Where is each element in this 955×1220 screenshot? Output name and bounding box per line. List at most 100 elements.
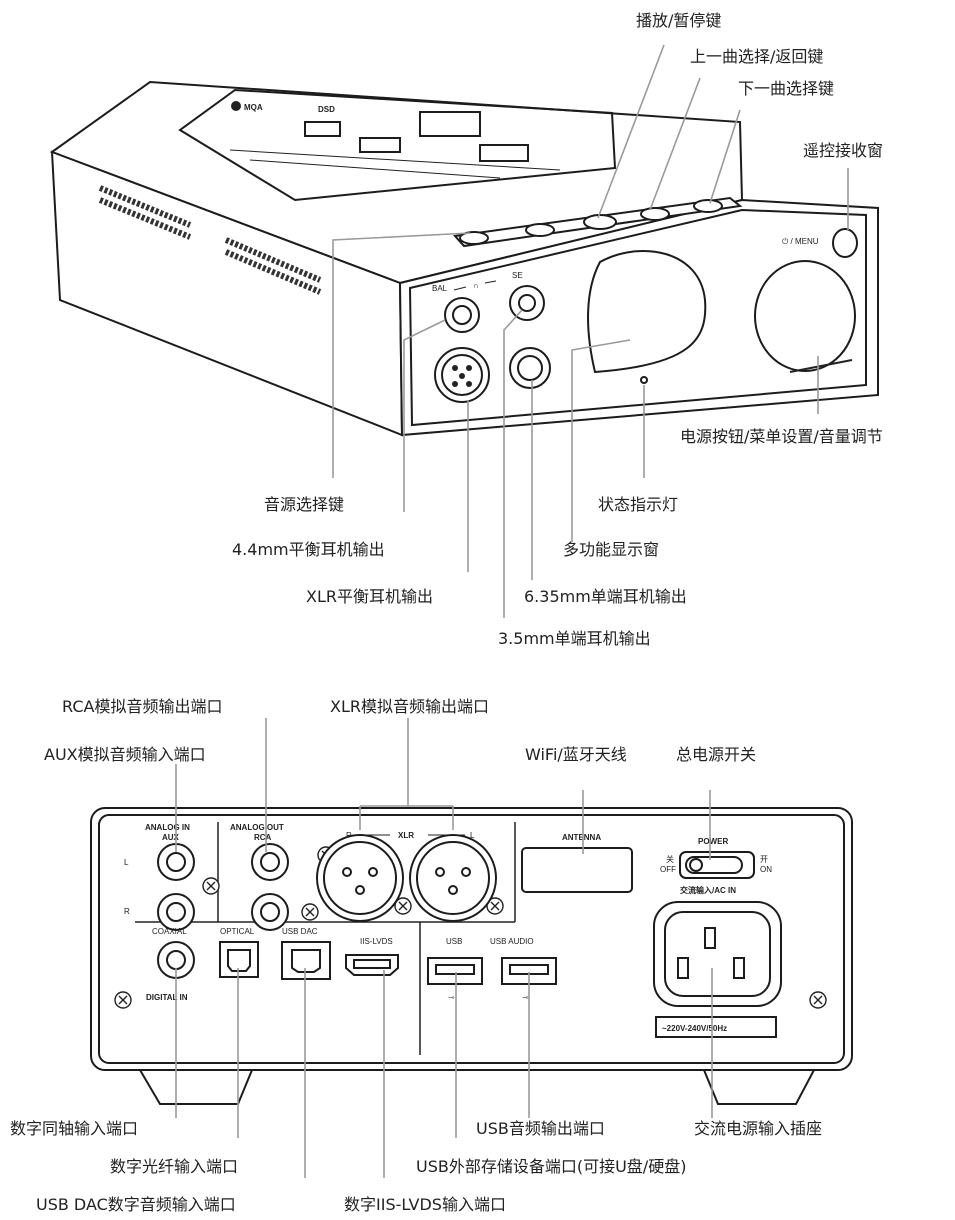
headphone-icon: ∩ — [473, 281, 479, 290]
leader-source — [332, 232, 471, 478]
se-635-jack-inner — [517, 355, 543, 381]
aux-l-label: L — [124, 858, 129, 867]
label-optical: 数字光纤输入端口 — [110, 1157, 238, 1176]
rear-inner — [98, 814, 845, 1064]
aux-in-r-jack[interactable] — [157, 893, 195, 931]
label-main-power: 总电源开关 — [676, 745, 756, 764]
label-se35: 3.5mm单端耳机输出 — [498, 629, 651, 648]
se-635-jack[interactable] — [509, 347, 551, 389]
xlr-label: XLR — [398, 831, 414, 840]
label-bal44: 4.4mm平衡耳机输出 — [232, 540, 385, 559]
usb-a-inner — [435, 964, 475, 975]
rca-out-r-jack[interactable] — [251, 893, 289, 931]
ac-pin — [677, 957, 689, 979]
bal-se-dash — [453, 280, 497, 291]
usb-dac-label: USB DAC — [282, 927, 318, 936]
off-cn-label: 关 — [666, 854, 674, 864]
power-label: POWER — [698, 837, 728, 846]
leader-xlr-out — [359, 718, 454, 830]
xlr-pin — [452, 365, 458, 371]
leader-prev — [649, 77, 701, 211]
label-next: 下一曲选择键 — [738, 79, 834, 98]
voltage-box — [655, 1016, 777, 1038]
off-label: OFF — [660, 865, 676, 874]
xlr-inner — [323, 841, 397, 915]
ac-pin — [733, 957, 745, 979]
optical-inner — [227, 949, 251, 972]
ac-pin — [704, 927, 716, 949]
xlr-out-l-jack[interactable] — [409, 834, 497, 922]
top-block — [479, 144, 529, 162]
usb-symbol-icon: ⇾ — [448, 993, 455, 1002]
leader-bal44 — [403, 319, 446, 512]
label-xlr-out: XLR模拟音频输出端口 — [330, 697, 489, 716]
aux-label: AUX — [162, 833, 180, 842]
bal-44-jack[interactable] — [444, 297, 480, 333]
vent-lower — [224, 249, 322, 295]
ac-in-label: 交流输入/AC IN — [680, 885, 736, 895]
xlr-pin — [435, 867, 445, 877]
se-35-jack-inner — [518, 294, 536, 312]
top-line — [249, 159, 501, 179]
play-pause-button[interactable] — [583, 214, 617, 230]
usb-audio-label: USB AUDIO — [490, 937, 534, 946]
xlr-pin — [368, 867, 378, 877]
aux-r-label: R — [124, 907, 130, 916]
power-switch-knob — [689, 858, 703, 872]
label-usb-audio-out: USB音频输出端口 — [476, 1119, 605, 1138]
remote-receiver-window — [832, 228, 858, 258]
bal-label: BAL — [432, 284, 448, 293]
front-panel-inset — [408, 208, 867, 427]
source-button[interactable] — [459, 231, 489, 245]
label-power-menu: 电源按钮/菜单设置/音量调节 — [680, 427, 883, 446]
leader-next — [709, 109, 741, 204]
top-logo-text: MQA — [244, 103, 263, 112]
xlr-out-r-jack[interactable] — [316, 834, 404, 922]
label-display: 多功能显示窗 — [563, 540, 659, 559]
xlr-pin — [466, 381, 472, 387]
foot-right — [702, 1069, 816, 1105]
label-xlr-headphone: XLR平衡耳机输出 — [306, 587, 433, 606]
label-usb-dac: USB DAC数字音频输入端口 — [36, 1195, 236, 1214]
bal-44-jack-inner — [452, 305, 472, 325]
top-block — [359, 137, 401, 153]
xlr-pin — [342, 867, 352, 877]
label-coaxial: 数字同轴输入端口 — [10, 1119, 138, 1138]
hdmi-inner — [353, 959, 391, 969]
usb-dac-port[interactable] — [281, 941, 331, 980]
iis-lvds-label: IIS-LVDS — [360, 937, 393, 946]
status-led — [640, 376, 648, 384]
top-dsd-text: DSD — [318, 105, 335, 114]
volume-knob[interactable] — [754, 260, 856, 372]
xlr-pin — [466, 365, 472, 371]
mode-button[interactable] — [525, 223, 555, 237]
label-play-pause: 播放/暂停键 — [636, 11, 721, 30]
xlr-jack-inner — [441, 354, 483, 396]
rca-out-l-jack[interactable] — [251, 843, 289, 881]
optical-label: OPTICAL — [220, 927, 255, 936]
antenna-label: ANTENNA — [562, 833, 601, 842]
front-device: MQA DSD BAL ∩ SE ⏻ / MENU — [49, 80, 879, 437]
usb-label: USB — [446, 937, 462, 946]
label-remote: 遥控接收窗 — [803, 141, 883, 160]
xlr-pin — [452, 381, 458, 387]
power-menu-label: ⏻ / MENU — [782, 237, 819, 246]
ac-socket[interactable] — [653, 901, 782, 1007]
top-line — [229, 149, 561, 171]
leader-se35 — [503, 309, 523, 618]
mqa-logo-icon — [231, 101, 241, 111]
next-button[interactable] — [693, 199, 723, 213]
se-35-jack[interactable] — [509, 285, 545, 321]
label-se635: 6.35mm单端耳机输出 — [524, 587, 687, 606]
prev-button[interactable] — [640, 207, 670, 221]
on-label: ON — [760, 865, 772, 874]
leader-play — [597, 44, 665, 219]
label-antenna: WiFi/蓝牙天线 — [525, 745, 627, 764]
front-leaders — [332, 44, 849, 618]
antenna-port[interactable] — [521, 847, 633, 893]
leader-display — [571, 339, 631, 542]
coaxial-label: COAXIAL — [152, 927, 187, 936]
xlr-pin — [461, 867, 471, 877]
usb-b-inner — [291, 949, 321, 973]
xlr-pin — [355, 885, 365, 895]
